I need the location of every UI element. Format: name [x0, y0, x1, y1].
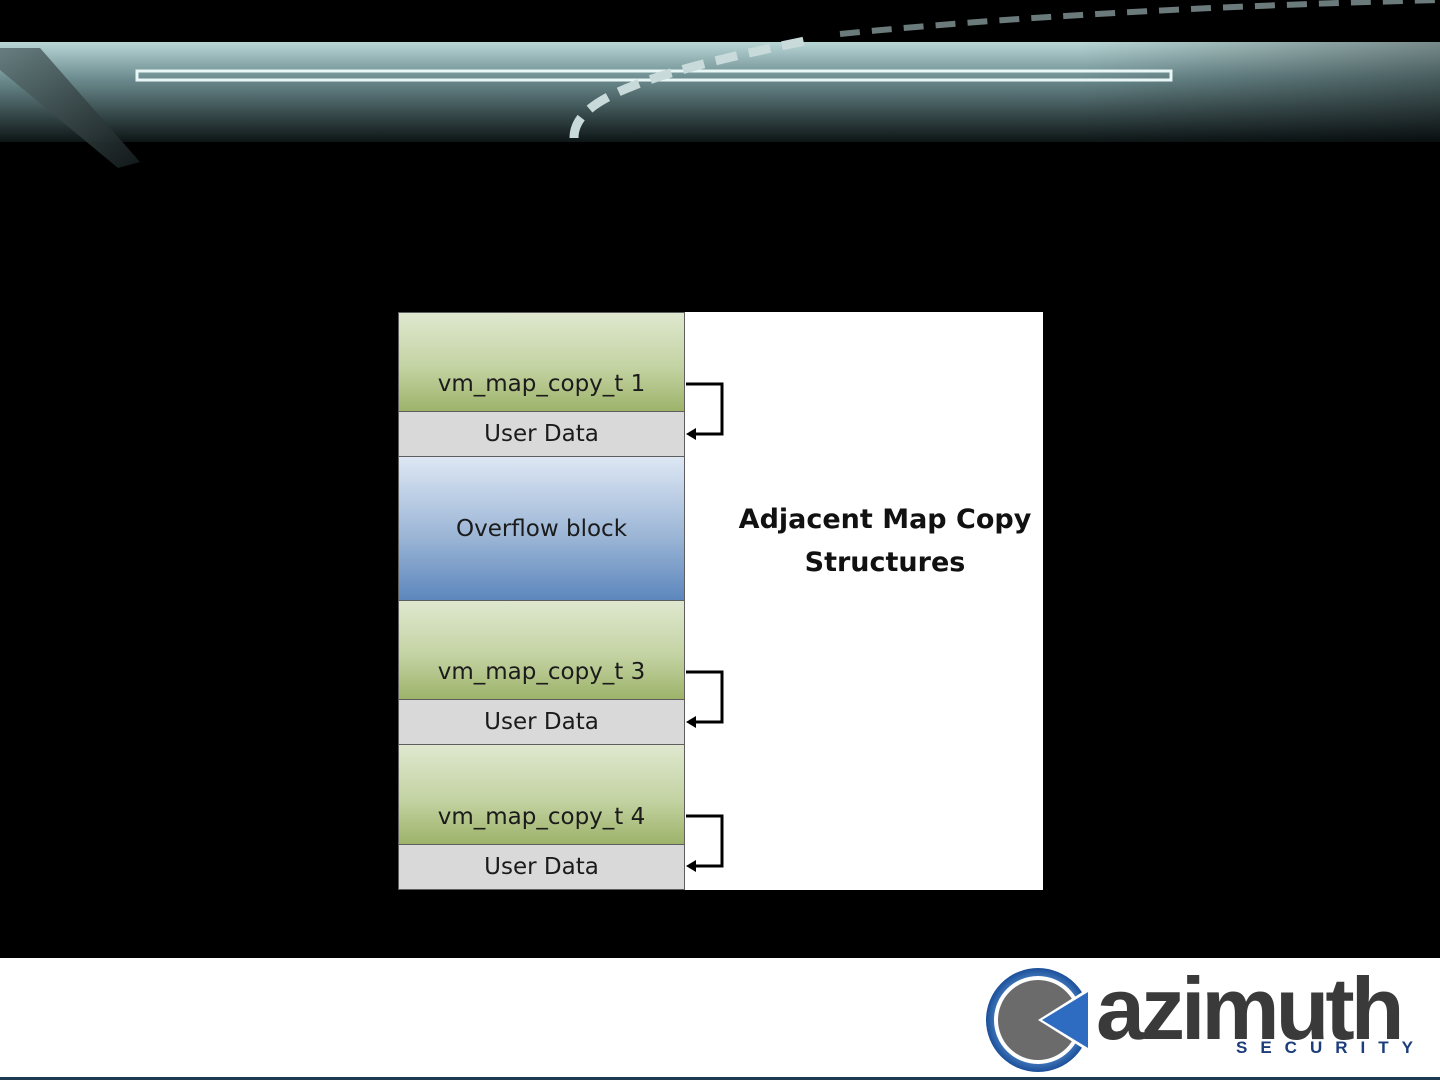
pointer-arrow-4	[686, 814, 724, 868]
header-banner	[0, 0, 1440, 168]
footer-divider	[0, 1077, 1440, 1080]
diagram-title-line-2: Structures	[804, 547, 966, 578]
user-data-block-1: User Data	[398, 411, 685, 457]
logo-subtext: SECURITY	[1236, 1038, 1426, 1057]
user-data-block-3: User Data	[398, 699, 685, 745]
azimuth-logo-icon	[986, 968, 1092, 1072]
block-label: Overflow block	[455, 515, 628, 542]
vm-map-copy-block-4: vm_map_copy_t 4	[398, 744, 685, 845]
arrowhead-4	[686, 860, 696, 872]
vm-map-copy-block-3: vm_map_copy_t 3	[398, 600, 685, 700]
block-label: User Data	[484, 709, 599, 735]
arrowhead-3	[686, 716, 696, 728]
footer: azimuth SECURITY	[0, 958, 1440, 1080]
diagram-title: Adjacent Map Copy Structures	[720, 498, 1050, 584]
pointer-arrow-3	[686, 670, 724, 724]
pointer-arrow-1	[686, 382, 724, 436]
vm-map-copy-block-1: vm_map_copy_t 1	[398, 312, 685, 412]
block-label: vm_map_copy_t 4	[437, 804, 646, 830]
arrowhead-1	[686, 428, 696, 440]
diagram-title-line-1: Adjacent Map Copy	[738, 504, 1032, 535]
block-label: vm_map_copy_t 1	[437, 371, 646, 397]
block-label: User Data	[484, 854, 599, 880]
block-label: User Data	[484, 421, 599, 447]
user-data-block-4: User Data	[398, 844, 685, 890]
overflow-block: Overflow block	[398, 456, 685, 601]
block-label: vm_map_copy_t 3	[437, 659, 646, 685]
memory-layout-diagram: vm_map_copy_t 1 User Data Overflow block…	[398, 312, 1043, 890]
logo-wordmark: azimuth	[1096, 959, 1404, 1058]
